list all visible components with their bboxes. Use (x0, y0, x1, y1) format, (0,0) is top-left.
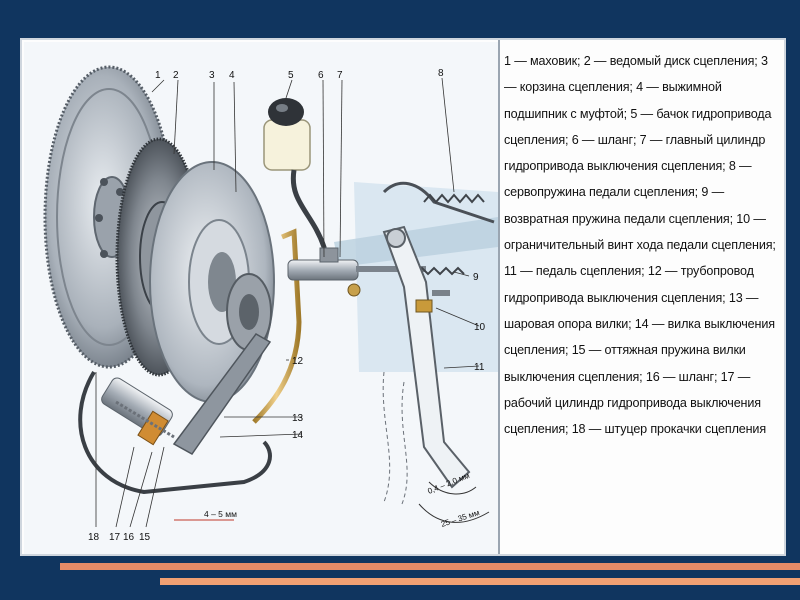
leader-lines (95, 77, 480, 528)
clutch-diagram: 1 2 3 4 5 6 7 8 9 10 11 12 13 14 15 16 1… (24, 42, 498, 554)
callout-2: 2 (173, 70, 179, 81)
pedal-travel-label: 25 – 35 мм (440, 508, 481, 529)
callout-14: 14 (292, 430, 304, 441)
callout-13: 13 (292, 413, 304, 424)
callout-10: 10 (474, 322, 486, 333)
callout-9: 9 (473, 272, 479, 283)
decorative-bar-bottom (160, 578, 800, 585)
reservoir-hose (290, 169, 330, 273)
callout-6: 6 (318, 70, 324, 81)
callout-numbers: 1 2 3 4 5 6 7 8 9 10 11 12 13 14 15 16 1… (88, 68, 486, 543)
caption-divider (498, 40, 500, 554)
clutch-pedal (382, 225, 471, 505)
clutch-diagram-svg: 1 2 3 4 5 6 7 8 9 10 11 12 13 14 15 16 1… (43, 65, 498, 543)
slide-frame: 1 2 3 4 5 6 7 8 9 10 11 12 13 14 15 16 1… (20, 38, 786, 556)
pedal-free-arc (428, 481, 477, 495)
servo-spring-link (382, 181, 495, 224)
callout-3: 3 (209, 70, 215, 81)
callout-11: 11 (474, 362, 485, 373)
servo-spring (423, 193, 485, 204)
caption-text: 1 — маховик; 2 — ведомый диск сцепления;… (504, 54, 776, 437)
return-spring (415, 266, 465, 276)
pedal-stop-screw (415, 290, 450, 313)
hydraulic-pipe (252, 228, 302, 424)
callout-4: 4 (229, 70, 235, 81)
decorative-bar-top (60, 563, 800, 570)
master-cylinder (287, 247, 426, 297)
callout-15: 15 (139, 532, 151, 543)
slave-cylinder (101, 377, 175, 446)
fluid-reservoir (263, 98, 311, 171)
callout-1: 1 (155, 70, 161, 81)
fork-gap-label: 4 – 5 мм (204, 509, 237, 519)
slave-hose (78, 370, 272, 495)
release-bearing (226, 273, 272, 351)
callout-18: 18 (88, 532, 100, 543)
callout-8: 8 (438, 68, 444, 79)
callout-5: 5 (288, 70, 294, 81)
pedal-travel-arc (418, 503, 490, 523)
callout-12: 12 (292, 356, 304, 367)
callout-7: 7 (337, 70, 343, 81)
callout-17: 17 (109, 532, 121, 543)
release-fork (172, 333, 272, 455)
callout-16: 16 (123, 532, 135, 543)
pedal-bracket-plate (334, 217, 498, 267)
